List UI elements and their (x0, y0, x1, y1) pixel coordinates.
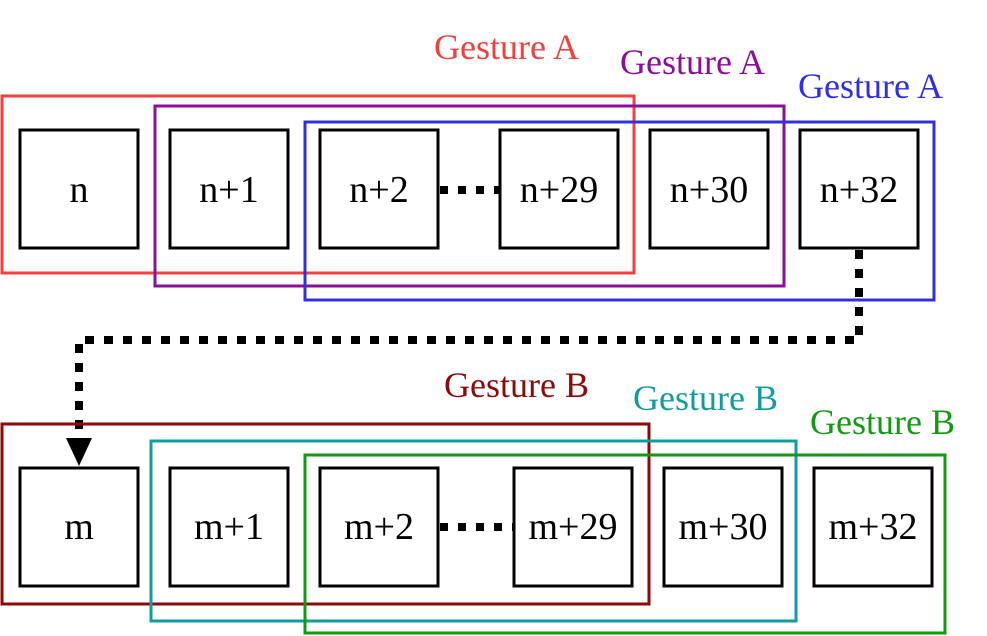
row-a: n n+1 n+2 n+29 n+30 n+32 Gesture A Gestu… (0, 27, 943, 302)
arrow-head-icon (66, 438, 92, 466)
frame-box-n (18, 128, 140, 250)
frame-label-n-plus-29: n+29 (520, 169, 598, 211)
gesture-b-window-2 (149, 439, 798, 623)
frame-box-n-plus-32 (798, 128, 920, 250)
frame-box-m-plus-1 (168, 466, 290, 588)
frame-box-m-plus-29 (512, 466, 634, 588)
gesture-b-label-3: Gesture B (810, 402, 955, 442)
frame-box-n-plus-1 (168, 128, 290, 250)
frame-box-n-plus-30 (648, 128, 770, 250)
gesture-b-label-2: Gesture B (633, 378, 778, 418)
frame-label-m-plus-2: m+2 (344, 506, 414, 548)
gesture-b-window-3 (303, 453, 947, 635)
gesture-a-window-1 (0, 94, 636, 275)
gesture-a-label-3: Gesture A (798, 66, 943, 106)
frame-box-m-plus-30 (662, 466, 784, 588)
frame-label-m-plus-1: m+1 (194, 506, 264, 548)
frame-label-n-plus-32: n+32 (820, 169, 898, 211)
gesture-b-label-1: Gesture B (444, 365, 589, 405)
gesture-a-label-2: Gesture A (620, 42, 765, 82)
frame-box-n-plus-29 (498, 128, 620, 250)
frame-box-m-plus-2 (318, 466, 440, 588)
frame-box-m-plus-32 (812, 466, 934, 588)
frame-label-m-plus-32: m+32 (829, 506, 918, 548)
frame-label-n-plus-30: n+30 (670, 169, 748, 211)
frame-label-n: n (70, 169, 89, 211)
frame-box-n-plus-2 (318, 128, 440, 250)
sequence-connector (75, 250, 863, 440)
frame-label-m-plus-30: m+30 (679, 506, 768, 548)
frame-box-m (18, 466, 140, 588)
row-b: m m+1 m+2 m+29 m+30 m+32 Gesture B Gestu… (0, 365, 955, 635)
frame-label-n-plus-1: n+1 (199, 169, 258, 211)
frame-label-n-plus-2: n+2 (349, 169, 408, 211)
gesture-a-label-1: Gesture A (434, 27, 579, 67)
gesture-a-window-3 (303, 120, 936, 302)
gesture-b-window-1 (0, 422, 651, 606)
frame-label-m: m (64, 506, 94, 548)
gesture-a-window-2 (153, 104, 786, 288)
frame-label-m-plus-29: m+29 (529, 506, 618, 548)
